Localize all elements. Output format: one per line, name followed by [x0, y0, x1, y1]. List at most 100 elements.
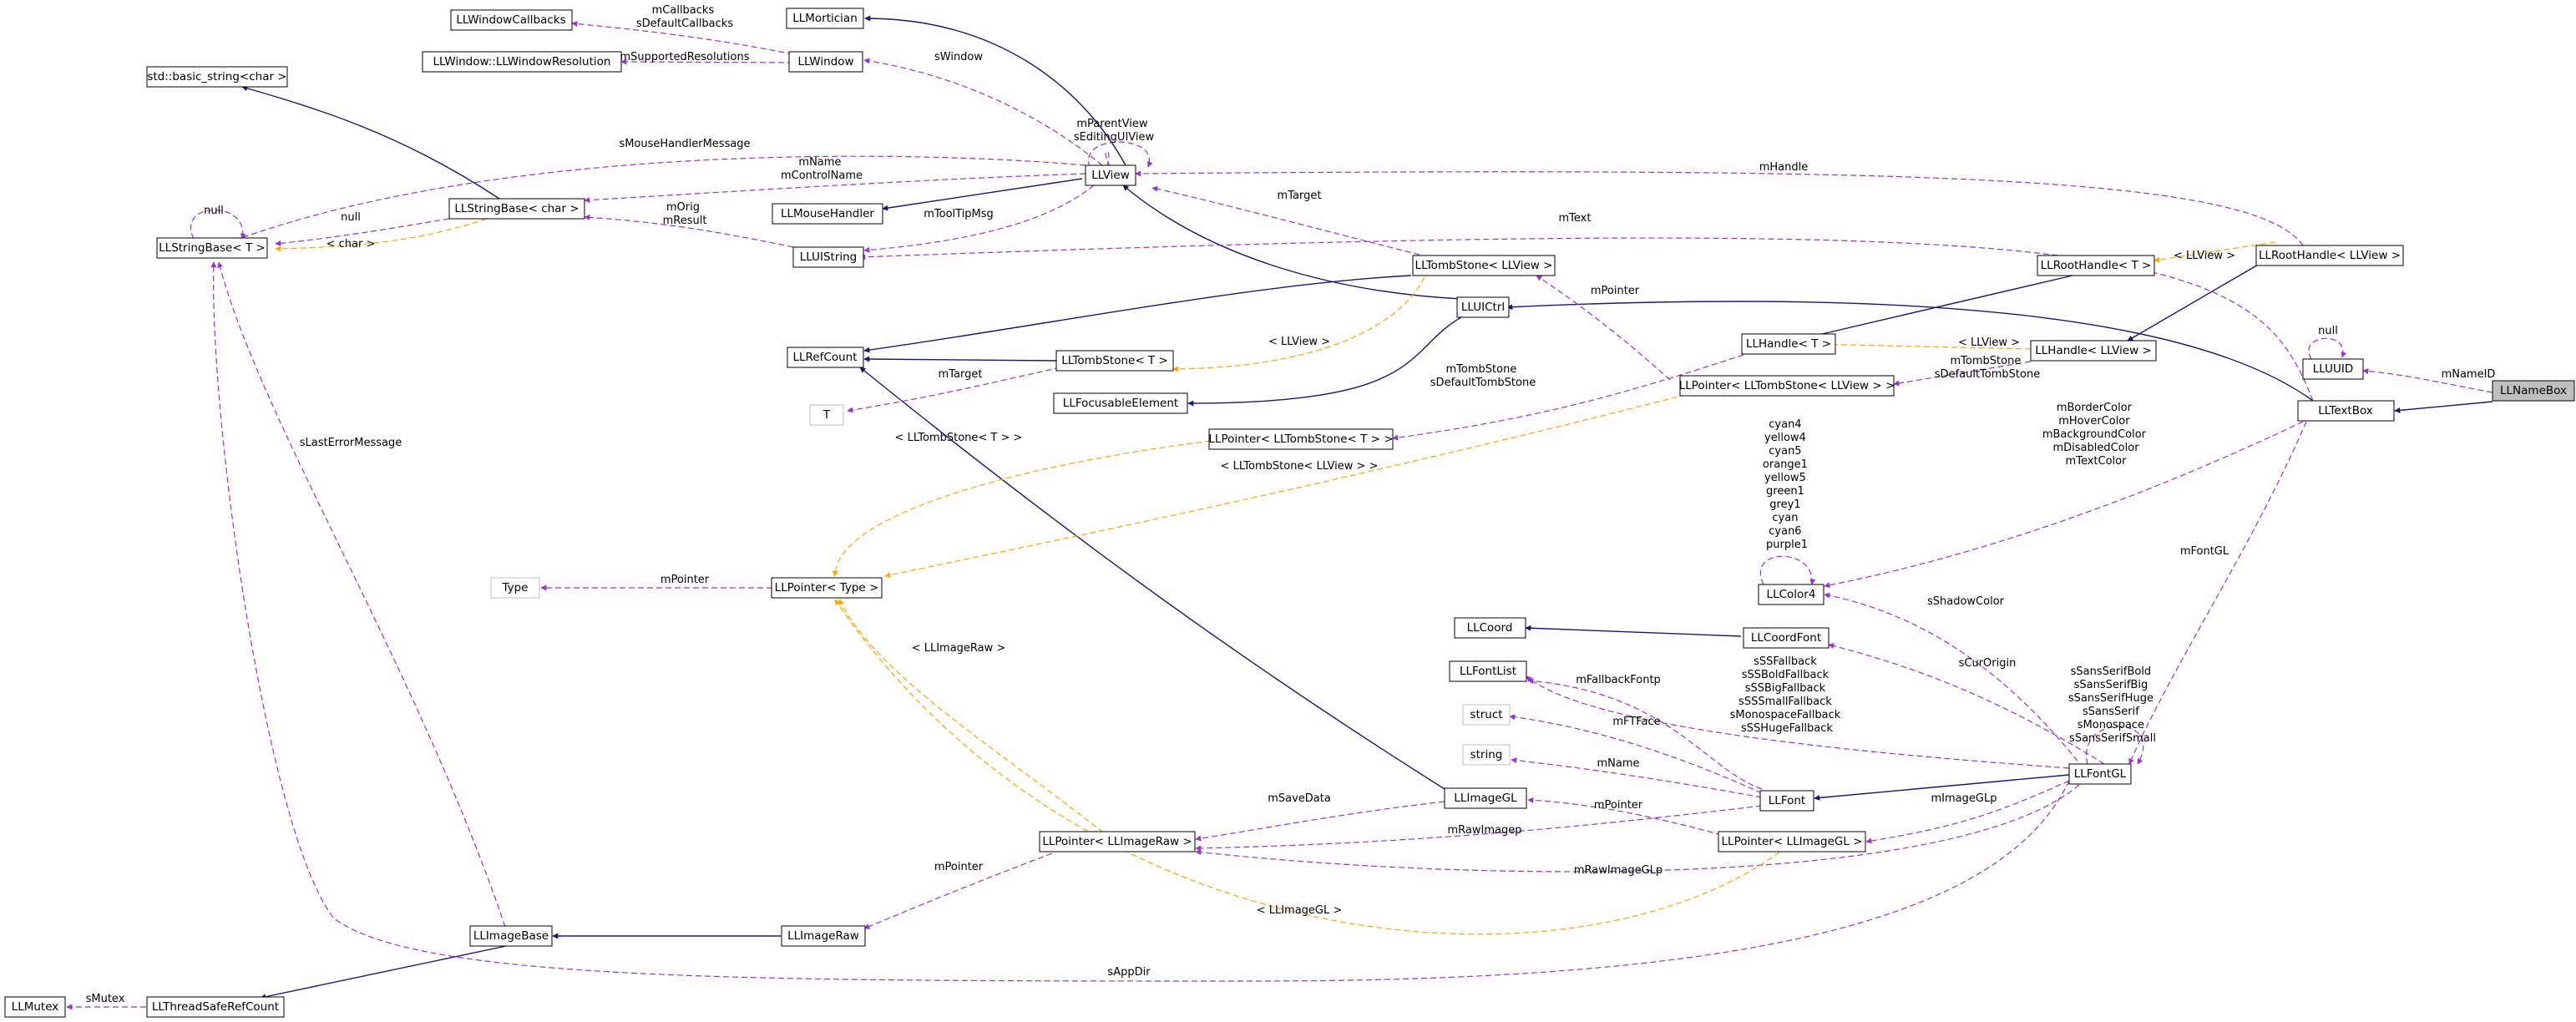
edge-view-stringbasechar — [584, 173, 1086, 204]
class-node-llwindow[interactable]: LLWindow — [788, 51, 863, 73]
edge-label-fallbacks: sSSFallback sSSBoldFallback sSSBigFallba… — [1730, 655, 1845, 735]
class-node-type[interactable]: Type — [490, 577, 540, 599]
edge-fontgl-stringbase — [210, 261, 2070, 982]
class-node-llcoordfont[interactable]: LLCoordFont — [1743, 627, 1830, 649]
class-node-struct[interactable]: struct — [1462, 704, 1511, 726]
class-node-label: LLNameBox — [2500, 384, 2567, 397]
class-node-llfontgl[interactable]: LLFontGL — [2068, 763, 2132, 785]
class-node-string[interactable]: string — [1462, 744, 1511, 766]
class-node-llpointer-imageraw[interactable]: LLPointer< LLImageRaw > — [1039, 831, 1196, 853]
class-node-llrefcount[interactable]: LLRefCount — [787, 347, 864, 368]
edge-tpl-ptrtype-tombllview — [884, 392, 1696, 579]
class-node-label: LLStringBase< T > — [159, 241, 266, 255]
class-node-llfont[interactable]: LLFont — [1759, 790, 1814, 812]
edge-font-fontlist — [1527, 678, 1763, 790]
class-node-llmutex[interactable]: LLMutex — [4, 996, 66, 1018]
edge-handlellview-ptrtomb — [1893, 361, 2032, 387]
edge-window-callbacks — [571, 21, 794, 55]
class-node-llimagegl[interactable]: LLImageGL — [1444, 787, 1527, 809]
edge-stringbasechar-basicstring — [241, 85, 500, 200]
class-node-llwindowcallbacks[interactable]: LLWindowCallbacks — [450, 9, 573, 31]
class-node-lluistring[interactable]: LLUIString — [792, 246, 864, 268]
edge-label-mtooltipmsg: mToolTipMsg — [924, 208, 994, 220]
class-node-llthreadsaferefcount[interactable]: LLThreadSafeRefCount — [146, 996, 285, 1018]
class-node-llhandle-llview[interactable]: LLHandle< LLView > — [2030, 340, 2157, 362]
edge-ptrimageraw-imageraw — [863, 853, 1053, 929]
edge-label-mcallbacks-group: mCallbacks sDefaultCallbacks — [636, 4, 733, 30]
edge-labels: mNameID null null mBorderColor mHoverCol… — [86, 4, 2496, 1005]
class-node-label: LLFontList — [1460, 665, 1516, 678]
edge-roothandle-view — [1135, 170, 2304, 246]
edge-label-roothandle-llview: < LLView > — [2174, 250, 2235, 262]
class-node-llfocusableelement[interactable]: LLFocusableElement — [1053, 392, 1188, 414]
class-node-label: LLRefCount — [793, 351, 858, 364]
class-node-label: std::basic_string<char > — [147, 70, 286, 83]
edge-label-uuid-null: null — [2318, 325, 2338, 337]
class-node-label: LLFontGL — [2074, 767, 2127, 781]
edge-label-mrawimagep: mRawImagep — [1448, 824, 1522, 837]
class-node-lltombstone-llview[interactable]: LLTombStone< LLView > — [1412, 255, 1556, 276]
edge-imagebase-threadsafe — [260, 945, 507, 1000]
edge-textbox-fontgl — [2128, 421, 2307, 765]
edge-label-null-string: null — [341, 211, 361, 224]
edge-label-handle-llview: < LLView > — [1958, 336, 2020, 349]
class-node-lltextbox[interactable]: LLTextBox — [2297, 400, 2395, 422]
class-node-llpointer-tombstone-t[interactable]: LLPointer< LLTombStone< T > > — [1208, 428, 1394, 450]
edge-fontgl-self — [2085, 726, 2144, 765]
class-node-llstringbase-char[interactable]: LLStringBase< char > — [448, 198, 585, 220]
class-node-basic-string[interactable]: std::basic_string<char > — [146, 66, 288, 88]
edge-label-smousehandlermessage: sMouseHandlerMessage — [619, 138, 750, 150]
edge-label-color-list: cyan4 yellow4 cyan5 orange1 yellow5 gree… — [1763, 418, 1811, 551]
edges — [66, 15, 2493, 1010]
edge-ptrtomb-tombllview — [1536, 275, 1671, 381]
edge-fontgl-color4 — [1824, 592, 2084, 769]
class-node-lluictrl[interactable]: LLUICtrl — [1456, 296, 1510, 318]
class-node-llmousehandler[interactable]: LLMouseHandler — [772, 203, 883, 225]
class-node-label: LLUICtrl — [1461, 301, 1505, 314]
class-node-llview[interactable]: LLView — [1085, 164, 1136, 186]
class-node-label: LLRootHandle< LLView > — [2259, 249, 2401, 262]
class-node-llstringbase-t[interactable]: LLStringBase< T > — [156, 237, 268, 259]
class-node-label: LLCoord — [1467, 621, 1513, 635]
class-node-llroothandle-llview[interactable]: LLRootHandle< LLView > — [2255, 245, 2404, 266]
class-node-label: LLPointer< LLTombStone< T > > — [1208, 433, 1393, 446]
class-node-llpointer-tombstone-llview[interactable]: LLPointer< LLTombStone< LLView > > — [1679, 375, 1895, 397]
edge-fontgl-ptrimagegl — [1865, 780, 2070, 844]
class-node-llimagebase[interactable]: LLImageBase — [469, 925, 553, 947]
edge-label-sshadowcolor: sShadowColor — [1927, 595, 2005, 608]
class-node-llcolor4[interactable]: LLColor4 — [1758, 584, 1824, 605]
edge-label-mhandle: mHandle — [1759, 161, 1809, 174]
class-node-label: LLTombStone< T > — [1061, 354, 1168, 367]
class-node-t[interactable]: T — [809, 404, 844, 426]
class-node-llcoord[interactable]: LLCoord — [1454, 617, 1526, 639]
edge-imagegl-refcount — [859, 367, 1445, 790]
class-node-label: LLMouseHandler — [781, 207, 874, 220]
edge-coordfont-coord — [1525, 625, 1742, 637]
edge-view-mparentview — [1105, 150, 1111, 168]
edge-handlet-ptrtombT — [1392, 354, 1744, 441]
edge-tombT-refcount — [863, 356, 1057, 362]
edge-font-string — [1511, 757, 1763, 798]
class-node-label: LLPointer< LLImageGL > — [1722, 835, 1863, 848]
edge-view-self — [1087, 141, 1153, 168]
class-node-llfontlist[interactable]: LLFontList — [1449, 660, 1527, 682]
edge-label-mpointer-type: mPointer — [660, 574, 710, 586]
class-node-llmortician[interactable]: LLMortician — [786, 8, 864, 29]
edge-label-mftface: mFTFace — [1612, 716, 1660, 728]
class-node-lluuid[interactable]: LLUUID — [2302, 358, 2364, 380]
class-node-llhandle-t[interactable]: LLHandle< T > — [1741, 333, 1836, 355]
class-node-llpointer-imagegl[interactable]: LLPointer< LLImageGL > — [1718, 831, 1866, 853]
edge-stringbasechar-stringbase — [275, 218, 450, 246]
edge-tpl-ptrtype-imageraw — [838, 599, 1111, 839]
edge-label-mparentview-group: mParentView sEditingUIView — [1074, 118, 1155, 144]
class-node-llnamebox[interactable]: LLNameBox — [2492, 380, 2575, 402]
edge-label-tombstone-defaults: mTombStone sDefaultTombStone — [1935, 355, 2040, 381]
edge-label-mname: mName — [1597, 757, 1639, 770]
edge-label-tombstone-llview: < LLView > — [1268, 336, 1330, 348]
class-node-llroothandle-t[interactable]: LLRootHandle< T > — [2037, 255, 2155, 276]
class-node-llwindowresolution[interactable]: LLWindow::LLWindowResolution — [422, 51, 622, 73]
class-node-llpointer-type[interactable]: LLPointer< Type > — [771, 577, 883, 599]
edge-label-mtextcolor: mTextColor — [2066, 455, 2128, 468]
class-node-lltombstone-t[interactable]: LLTombStone< T > — [1055, 350, 1174, 372]
class-node-llimageraw[interactable]: LLImageRaw — [781, 925, 866, 947]
